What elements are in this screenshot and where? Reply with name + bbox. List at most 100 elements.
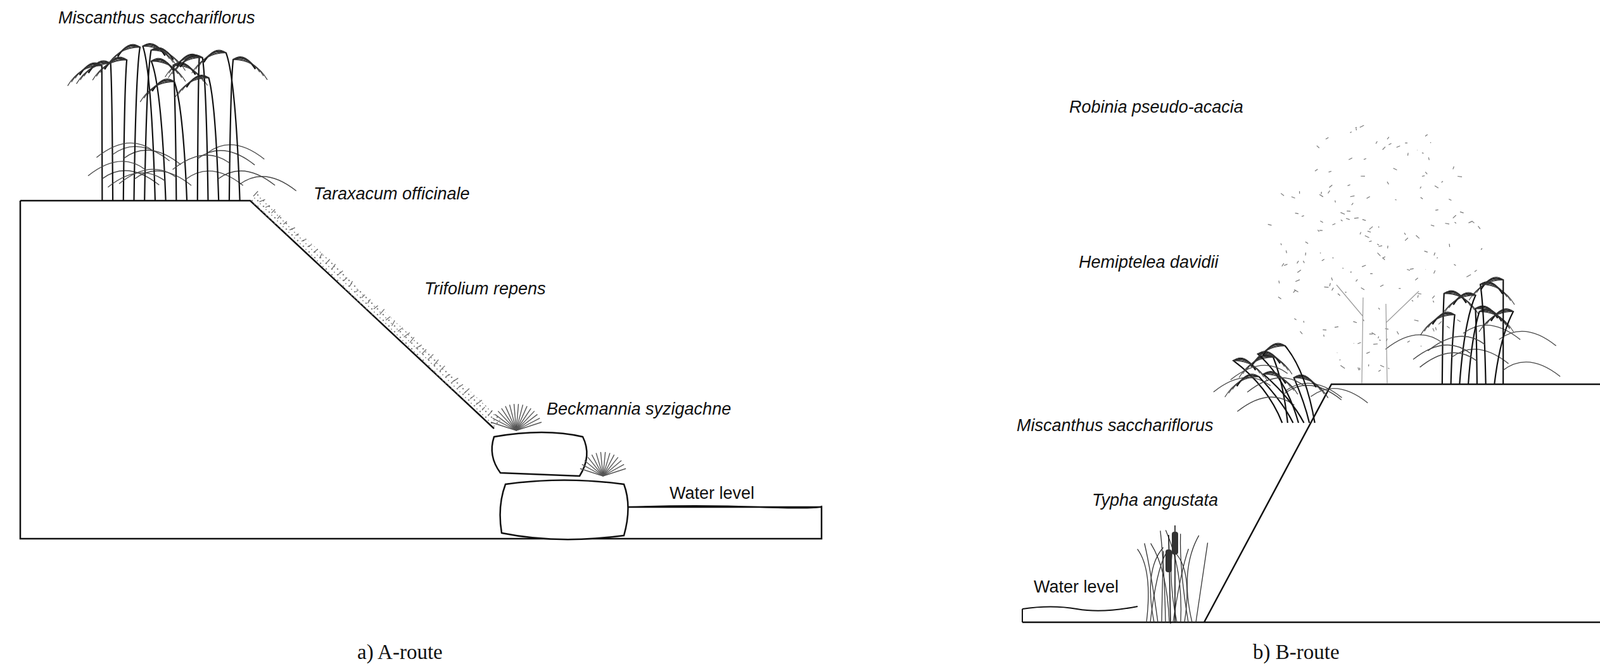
plant-stroke [433, 359, 439, 366]
plant-stroke [88, 161, 146, 177]
plant-stroke [1357, 342, 1361, 344]
plant-stroke [229, 57, 256, 201]
plant-stroke [1422, 175, 1425, 177]
plant-stroke [1393, 168, 1398, 171]
plant-stroke [1432, 313, 1455, 384]
plant-stroke [516, 408, 531, 431]
plant-stroke [277, 215, 280, 219]
plant-stroke [1366, 352, 1370, 354]
plant-stroke [1332, 223, 1336, 225]
plant-stroke [1371, 332, 1376, 336]
plant-stroke [1480, 282, 1503, 384]
plant-stroke [197, 150, 255, 166]
species-label: Miscanthus sacchariflorus [58, 8, 256, 28]
plant-stroke [1322, 329, 1327, 331]
plant-stroke [1373, 343, 1378, 346]
plant-stroke [1319, 229, 1323, 231]
plant-stroke [1361, 288, 1365, 291]
plant-stroke [1468, 279, 1504, 301]
plant-stroke [409, 337, 415, 344]
plant-stroke [343, 277, 348, 281]
plant-stroke [1448, 243, 1450, 248]
plant-stroke [1344, 292, 1347, 293]
plant-stroke [1332, 288, 1334, 291]
plant-stroke [1404, 142, 1408, 144]
plant-stroke [1411, 300, 1414, 302]
plant-stroke [1254, 345, 1286, 363]
caption: b) B-route [1252, 641, 1340, 664]
plant-stroke [1337, 293, 1341, 296]
plant-stroke [1329, 283, 1331, 287]
plant-stroke [1415, 235, 1419, 239]
plant-stroke [1352, 343, 1355, 344]
plant-stroke [1457, 176, 1462, 178]
plant-stroke [1387, 181, 1389, 185]
plant-stroke [1300, 331, 1303, 334]
plant-stroke [1297, 260, 1299, 264]
plant-stroke [1291, 196, 1296, 199]
water-line [1022, 606, 1138, 623]
plant-stroke [1404, 238, 1409, 241]
plant-stroke [186, 171, 244, 186]
plant-stroke [1283, 264, 1288, 266]
plant-stroke [1460, 212, 1464, 214]
plant-stroke [1425, 172, 1428, 175]
species-label: Miscanthus sacchariflorus [1016, 416, 1214, 436]
plant-stroke [457, 384, 464, 388]
plant-stroke [603, 457, 619, 477]
plant-stroke [1301, 215, 1305, 217]
plant-stroke [1160, 530, 1166, 623]
plant-stroke [1314, 169, 1318, 172]
plant-stroke [1480, 284, 1511, 301]
plant-stroke [1398, 288, 1401, 289]
plant-stroke [1437, 257, 1438, 260]
plant-stroke [143, 46, 178, 67]
plant-stroke [1295, 213, 1299, 215]
species-label: Beckmannia syzigachne [546, 400, 731, 420]
plant-stroke [233, 59, 268, 80]
plant-stroke [1137, 549, 1149, 623]
plant-stroke [1336, 352, 1338, 353]
plant-stroke [283, 221, 287, 225]
plant-stroke [1424, 314, 1455, 332]
plant-stroke [1420, 197, 1424, 200]
plant-stroke [1435, 209, 1439, 211]
plant-stroke [1304, 252, 1307, 256]
plant-stroke [1382, 256, 1386, 259]
plant-stroke [104, 58, 127, 201]
plant-stroke [1378, 245, 1383, 247]
species-label: Hemiptelea davidii [1078, 253, 1219, 273]
plant-stroke [1430, 142, 1431, 144]
plant-stroke [1420, 314, 1455, 336]
plant-stroke [1453, 264, 1456, 267]
plant-stroke [1453, 293, 1476, 384]
plant-stroke [1446, 326, 1450, 329]
plant-stroke [1432, 328, 1435, 332]
plant-stroke [464, 388, 470, 394]
plant-stroke [143, 81, 175, 99]
plant-stroke [301, 239, 307, 242]
plant-stroke [1424, 251, 1428, 253]
plant-stroke [1387, 368, 1390, 370]
cattail-spike [1171, 532, 1179, 555]
plant-stroke [1358, 367, 1360, 371]
plant-stroke [584, 460, 604, 477]
bank-outline [20, 200, 822, 540]
plant-stroke [1348, 158, 1353, 161]
rock [492, 432, 588, 477]
plant-stroke [516, 418, 540, 431]
plant-stroke [203, 51, 241, 201]
plant-stroke [580, 468, 604, 477]
water-line [627, 506, 822, 509]
plant-stroke [253, 191, 258, 197]
plant-stroke [1478, 226, 1481, 229]
plant-stroke [1441, 181, 1443, 183]
plant-stroke [1370, 273, 1373, 275]
plant-stroke [1359, 368, 1361, 370]
plant-stroke [1361, 265, 1366, 267]
plant-stroke [1320, 191, 1322, 195]
plant-stroke [428, 354, 434, 360]
species-label: Robinia pseudo-acacia [1069, 98, 1244, 118]
plant-stroke [1457, 319, 1461, 322]
plant-stroke [1257, 354, 1293, 375]
